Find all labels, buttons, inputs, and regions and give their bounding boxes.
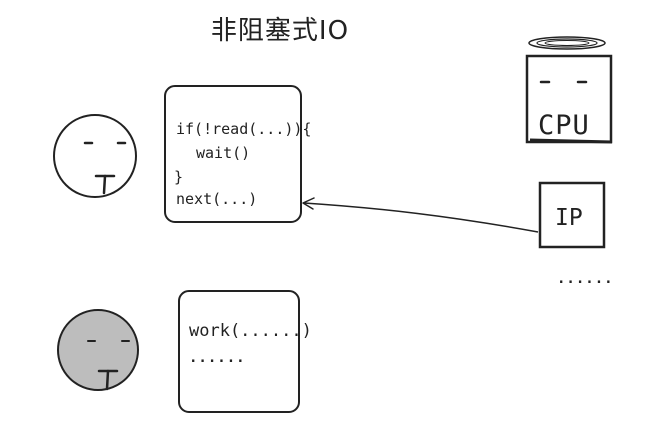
code-line-close-brace: } — [174, 168, 184, 186]
code-line-wait: wait() — [196, 144, 251, 162]
ip-more-ellipsis: ...... — [557, 271, 614, 287]
page-title: 非阻塞式IO — [210, 16, 350, 46]
work-line: work(......) — [189, 321, 312, 341]
idle-thread-face — [57, 309, 139, 391]
work-ellipsis: ...... — [189, 350, 246, 366]
ip-label: IP — [555, 205, 583, 231]
cpu-label: CPU — [538, 110, 590, 141]
cpu-halo-icon — [528, 36, 606, 50]
notify-arrow — [302, 197, 539, 233]
code-line-next: next(...) — [176, 190, 258, 208]
active-code-box — [164, 85, 302, 223]
active-thread-face — [53, 114, 137, 198]
cpu-box — [525, 54, 613, 144]
code-line-read-check: if(!read(...)){ — [176, 120, 312, 138]
ip-box — [538, 181, 606, 249]
idle-work-box — [178, 290, 300, 413]
